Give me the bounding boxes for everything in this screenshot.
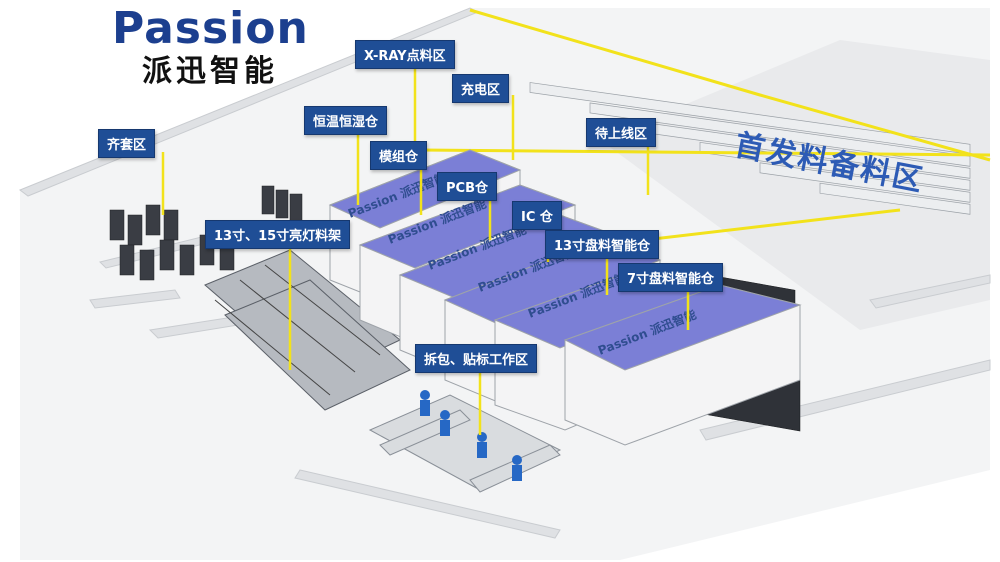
zone-label-led-rack: 13寸、15寸亮灯料架 [205, 220, 351, 249]
zone-label-thermo: 恒温恒湿仓 [304, 106, 388, 135]
zone-label-charging: 充电区 [452, 74, 510, 103]
leader-lines [161, 61, 690, 435]
zone-label-pending: 待上线区 [586, 118, 657, 147]
smart-warehouses: Passion 派迅智能 Passion 派迅智能 Passion 派迅智能 P… [328, 149, 802, 446]
zone-label-ic: IC 仓 [512, 201, 562, 230]
kitting-carts [109, 185, 303, 281]
brand-name-cn: 派迅智能 [142, 54, 278, 89]
brand-name-en: Passion [112, 3, 309, 54]
zone-label-module: 模组仓 [370, 141, 428, 170]
brand-logo: Passion 派迅智能 [112, 4, 309, 90]
zone-label-reel13: 13寸盘料智能仓 [545, 230, 660, 259]
workers [420, 390, 522, 481]
zone-label-xray: X-RAY点料区 [355, 40, 455, 69]
zone-label-pcb: PCB仓 [437, 172, 497, 201]
zone-label-reel7: 7寸盘料智能仓 [618, 263, 724, 292]
zone-label-kitting: 齐套区 [98, 129, 156, 158]
zone-label-unpack: 拆包、贴标工作区 [415, 344, 538, 373]
